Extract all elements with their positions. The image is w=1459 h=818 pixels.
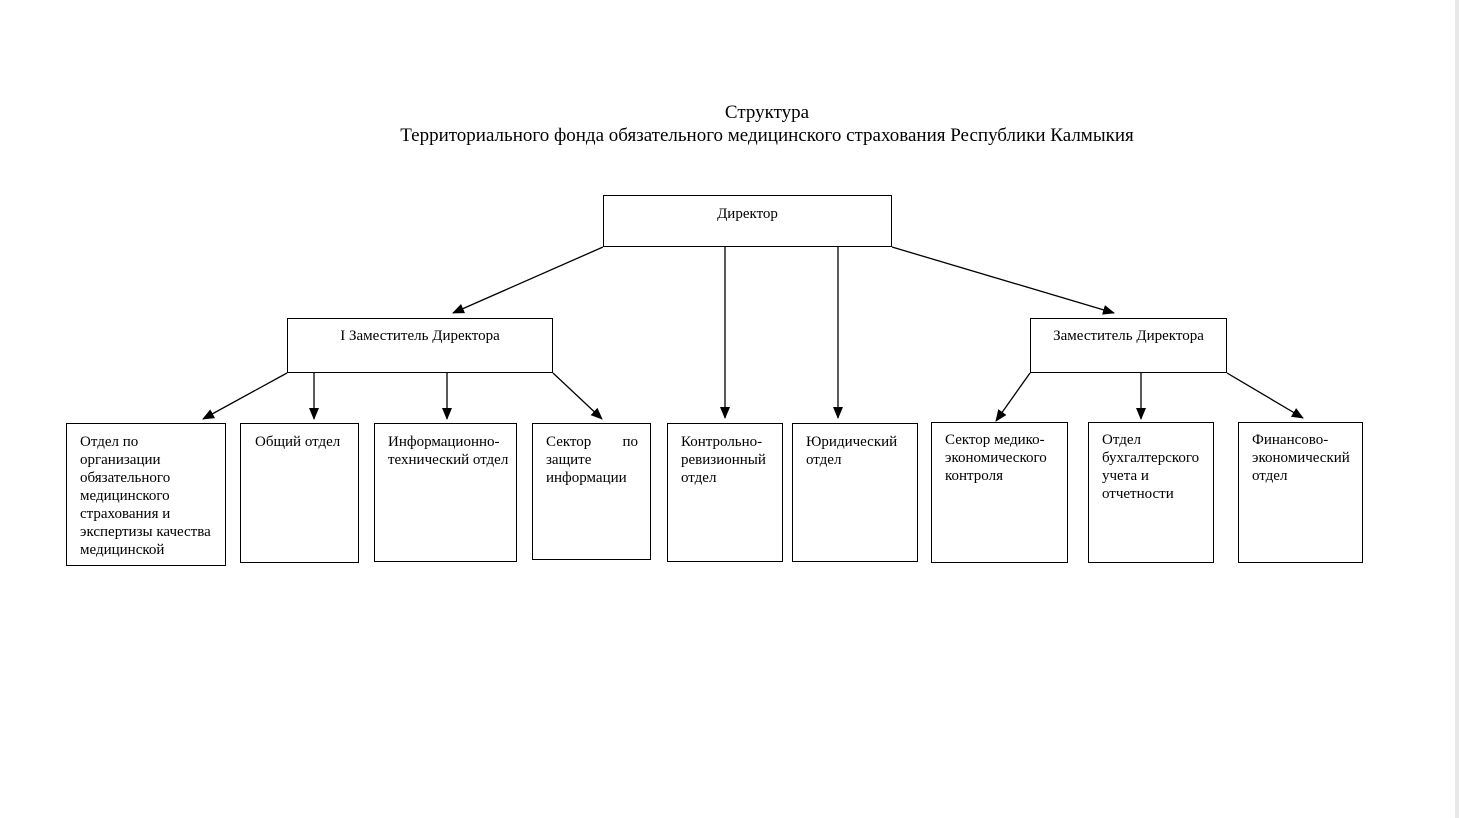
deputy-director-box: Заместитель Директора xyxy=(1030,318,1227,373)
it-dept-box: Информационно-технический отдел xyxy=(374,423,517,562)
page-edge xyxy=(1455,0,1459,818)
audit-dept-box: Контрольно-ревизионный отдел xyxy=(667,423,783,562)
arrow-deputy-to-finance xyxy=(1226,372,1304,419)
legal-dept-box: Юридический отдел xyxy=(792,423,918,562)
general-dept-box: Общий отдел xyxy=(240,423,359,563)
arrow-director-to-deputy-first xyxy=(452,246,604,314)
diagram-title: Структура xyxy=(724,102,810,123)
medical-economic-sector-box: Сектор медико-экономического контроля xyxy=(931,422,1068,563)
diagram-subtitle: Территориального фонда обязательного мед… xyxy=(400,125,1134,146)
finance-dept-box: Финансово-экономический отдел xyxy=(1238,422,1363,563)
information-security-sector-box: Сектор по защите информации xyxy=(532,423,651,560)
director-box: Директор xyxy=(603,195,892,247)
arrow-deputy-first-to-security xyxy=(552,372,603,420)
arrow-deputy-first-to-oms xyxy=(202,372,288,420)
arrow-director-to-deputy xyxy=(891,246,1115,315)
arrow-deputy-to-med-econ xyxy=(995,372,1031,422)
accounting-dept-box: Отдел бухгалтерского учета и отчетности xyxy=(1088,422,1214,563)
first-deputy-director-box: I Заместитель Директора xyxy=(287,318,553,373)
oms-organization-dept-box: Отдел по организации обязательного медиц… xyxy=(66,423,226,566)
